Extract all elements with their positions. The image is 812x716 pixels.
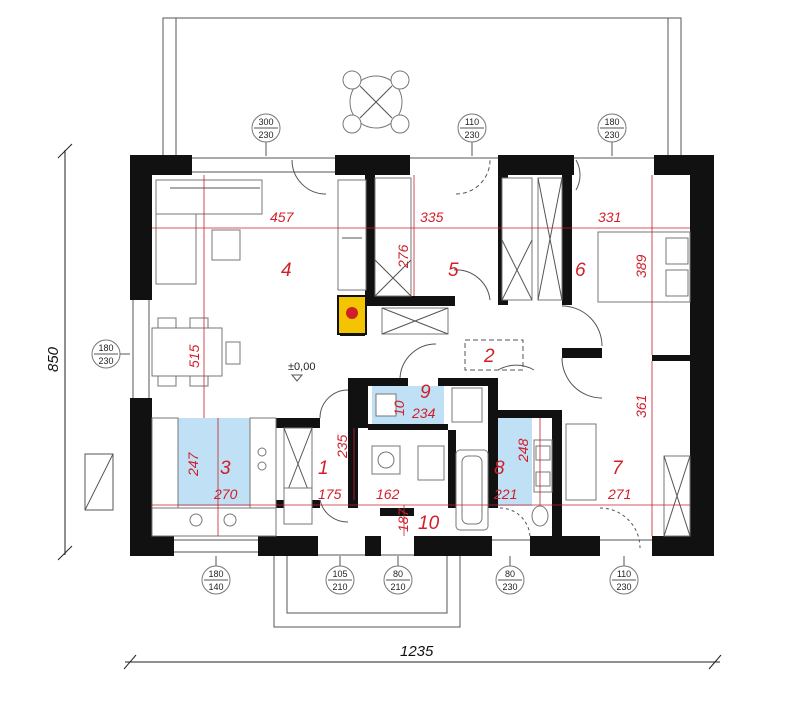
- overall-depth-dimension: 850: [45, 346, 62, 372]
- level-marker-symbol: [290, 374, 304, 382]
- dim-162: 162: [376, 486, 400, 502]
- room-number-6: 6: [575, 260, 586, 281]
- opening-width: 110: [617, 569, 631, 579]
- kitchen-counter: [151, 417, 313, 537]
- opening-width: 80: [505, 569, 515, 579]
- opening-width: 180: [98, 343, 113, 353]
- dim-361: 361: [633, 395, 649, 418]
- dim-270: 270: [213, 486, 238, 502]
- opening-width: 110: [465, 117, 479, 127]
- overall-dimension-lines: [57, 143, 722, 670]
- dim-276: 276: [395, 244, 411, 269]
- dim-248: 248: [515, 438, 531, 463]
- opening-height: 210: [332, 582, 347, 592]
- wardrobes: [283, 177, 691, 537]
- opening-height: 230: [604, 130, 619, 140]
- north-marker: [84, 453, 114, 511]
- bedroom-7-desk: [565, 423, 597, 501]
- dim-10: 10: [391, 400, 407, 416]
- level-mark: ±0,00: [288, 361, 315, 373]
- dim-221: 221: [493, 486, 517, 502]
- dim-389: 389: [633, 254, 649, 278]
- opening-height: 230: [502, 582, 517, 592]
- room-number-3: 3: [220, 458, 231, 479]
- dim-187: 187: [395, 507, 411, 532]
- windows: [132, 157, 654, 553]
- opening-tag-180-140: 180 140: [201, 556, 231, 595]
- tv-cabinet: [337, 179, 367, 291]
- room-number-1: 1: [318, 458, 329, 479]
- opening-tag-105-210: 105 210: [325, 556, 355, 595]
- bathtub: [455, 449, 489, 531]
- opening-width: 180: [604, 117, 619, 127]
- door-swings: [291, 159, 641, 549]
- room-number-4: 4: [281, 260, 292, 281]
- dim-234: 234: [411, 405, 436, 421]
- opening-tag-110-230-bottom: 110 230: [609, 556, 639, 595]
- entrance-porch: [273, 554, 461, 628]
- opening-height: 230: [464, 130, 479, 140]
- room-number-10: 10: [418, 513, 440, 534]
- room-number-7: 7: [612, 458, 624, 479]
- terrace-table: [342, 70, 410, 134]
- dim-331: 331: [598, 209, 621, 225]
- room-number-8: 8: [494, 458, 505, 479]
- interior-dimension-lines: [152, 175, 690, 536]
- opening-height: 230: [98, 356, 113, 366]
- sofa: [155, 179, 263, 285]
- room-number-2: 2: [483, 346, 495, 367]
- toilet: [531, 505, 549, 527]
- room-number-9: 9: [420, 382, 431, 403]
- opening-height: 230: [616, 582, 631, 592]
- boiler-room-fixtures: [371, 387, 483, 481]
- opening-width: 300: [258, 117, 273, 127]
- sinks: [533, 439, 553, 493]
- exterior-walls: [130, 155, 714, 556]
- dim-335: 335: [420, 209, 444, 225]
- opening-width: 80: [393, 569, 403, 579]
- opening-width: 180: [208, 569, 223, 579]
- opening-tag-180-230-top: 180 230: [597, 113, 627, 156]
- dim-457: 457: [270, 209, 295, 225]
- opening-height: 140: [208, 582, 223, 592]
- opening-tag-300-230: 300 230: [251, 113, 281, 156]
- dim-247: 247: [185, 451, 201, 477]
- opening-height: 230: [258, 130, 273, 140]
- coffee-table: [211, 229, 241, 261]
- dining-table: [151, 317, 241, 387]
- dim-271: 271: [607, 486, 631, 502]
- hall-marker: [464, 339, 524, 371]
- opening-tag-80-210: 80 210: [383, 556, 413, 595]
- dim-515: 515: [186, 344, 202, 368]
- dim-175: 175: [318, 486, 342, 502]
- opening-tag-110-230-top: 110 230: [457, 113, 487, 156]
- opening-height: 210: [390, 582, 405, 592]
- bed: [597, 231, 691, 303]
- dim-235: 235: [334, 434, 350, 459]
- opening-tag-180-230-left: 180 230: [91, 339, 130, 369]
- chimney: [337, 295, 367, 335]
- opening-width: 105: [332, 569, 347, 579]
- opening-tag-80-230: 80 230: [495, 556, 525, 595]
- overall-width-dimension: 1235: [400, 643, 434, 660]
- room-number-5: 5: [448, 260, 459, 281]
